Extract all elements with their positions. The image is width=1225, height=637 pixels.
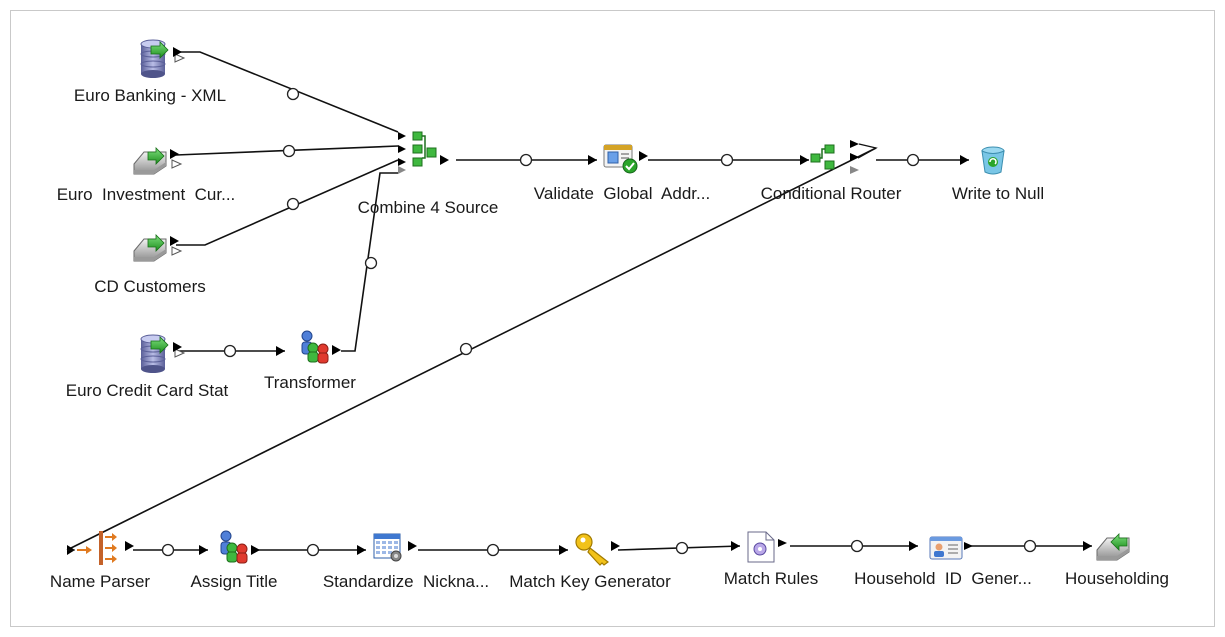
stage-write-null[interactable]: Write to Null [952,146,1044,203]
connection-midpoint[interactable] [906,153,920,167]
name-parser-icon[interactable] [67,531,134,565]
connection-points-layer [161,87,1037,557]
stage-match-key[interactable]: Match Key Generator [509,533,671,591]
stage-label-cd-customers: CD Customers [94,277,205,296]
trash-can-icon[interactable] [981,146,1005,175]
stream-combiner-icon[interactable] [398,131,449,174]
connection-cd-customers-to-combine[interactable] [176,159,399,246]
connection-midpoint[interactable] [282,144,296,158]
stage-euro-investment[interactable]: Euro Investment Cur... [57,147,236,204]
stage-label-validate: Validate Global Addr... [534,184,710,203]
stage-label-standardize: Standardize Nickna... [323,572,489,591]
stage-standardize[interactable]: Standardize Nickna... [323,533,489,591]
connection-midpoint[interactable] [1023,539,1037,553]
input-ports [199,155,1092,555]
id-card-icon[interactable] [929,536,973,560]
connection-midpoint[interactable] [223,344,237,358]
stage-assign-title[interactable]: Assign Title [191,530,278,591]
connection-midpoint[interactable] [486,543,500,557]
connection-midpoint[interactable] [306,543,320,557]
calendar-table-icon[interactable] [373,533,417,562]
file-write-icon[interactable] [1096,533,1130,561]
canvas-frame [10,10,1215,627]
connection-midpoint[interactable] [286,87,300,101]
stage-label-euro-investment: Euro Investment Cur... [57,185,236,204]
stage-household-id[interactable]: Household ID Gener... [854,536,1032,588]
connection-midpoint[interactable] [161,543,175,557]
transformer-people-icon[interactable] [301,330,341,364]
stage-label-name-parser: Name Parser [50,572,150,591]
stage-cd-customers[interactable]: CD Customers [94,234,206,296]
connection-euro-banking-to-combine[interactable] [176,51,399,133]
database-read-icon[interactable] [140,39,186,78]
connection-midpoint[interactable] [720,153,734,167]
connection-midpoint[interactable] [459,342,473,356]
connection-midpoint[interactable] [519,153,533,167]
connection-midpoint[interactable] [364,256,378,270]
connection-midpoint[interactable] [286,197,300,211]
stage-name-parser[interactable]: Name Parser [50,531,150,591]
connections-layer [66,51,1092,551]
stage-validate[interactable]: Validate Global Addr... [534,144,710,203]
stage-label-euro-banking: Euro Banking - XML [74,86,226,105]
stage-label-transformer: Transformer [264,373,356,392]
key-icon[interactable] [575,533,620,566]
database-read-icon[interactable] [140,334,186,373]
stage-label-match-key: Match Key Generator [509,572,671,591]
address-validate-icon[interactable] [603,144,648,174]
stage-transformer[interactable]: Transformer [264,330,356,392]
stage-label-combine: Combine 4 Source [358,198,499,217]
stage-euro-credit[interactable]: Euro Credit Card Stat [66,334,229,400]
stage-label-assign-title: Assign Title [191,572,278,591]
stage-match-rules[interactable]: Match Rules [724,531,818,588]
stage-householding[interactable]: Householding [1065,533,1169,588]
file-read-icon[interactable] [133,234,183,262]
stage-label-router: Conditional Router [761,184,902,203]
connection-midpoint[interactable] [850,539,864,553]
connection-midpoint[interactable] [675,541,689,555]
stage-combine[interactable]: Combine 4 Source [358,131,499,217]
transformer-people-icon[interactable] [220,530,260,564]
stage-label-match-rules: Match Rules [724,569,818,588]
conditional-router-icon[interactable] [800,140,878,174]
file-read-icon[interactable] [133,147,183,175]
stage-label-euro-credit: Euro Credit Card Stat [66,381,229,400]
stage-euro-banking[interactable]: Euro Banking - XML [74,39,226,105]
stage-label-householding: Householding [1065,569,1169,588]
stages-layer: Euro Banking - XML Euro Investment Cur...… [50,39,1169,591]
stage-label-write-null: Write to Null [952,184,1044,203]
stage-router[interactable]: Conditional Router [761,140,902,203]
stage-label-household-id: Household ID Gener... [854,569,1032,588]
document-gear-icon[interactable] [747,531,787,563]
